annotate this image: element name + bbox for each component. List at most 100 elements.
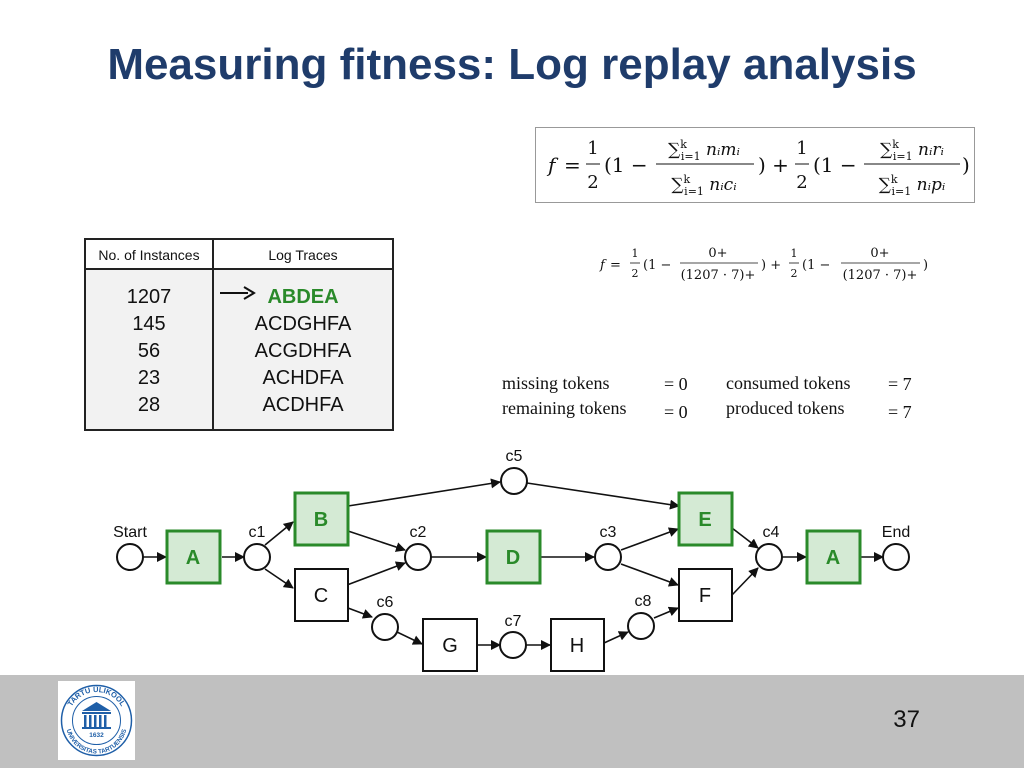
svg-text:1: 1 — [632, 247, 639, 260]
remaining-tokens-value: = 0 — [664, 402, 688, 422]
place-end — [882, 543, 910, 571]
transition-label-f: F — [699, 585, 711, 607]
place-c1 — [243, 543, 271, 571]
place-c2 — [404, 543, 432, 571]
transition-e — [677, 491, 734, 547]
transition-label-e: E — [698, 509, 711, 531]
table-cell-trace-highlighted: ABDEA — [267, 286, 339, 308]
place-c7 — [499, 631, 527, 659]
svg-text:) +: ) + — [761, 258, 781, 273]
table-cell-trace: ACGDHFA — [254, 340, 352, 362]
svg-text:=: = — [610, 258, 621, 273]
instances-column: 1207 145 56 23 28 — [86, 284, 212, 419]
place-c4 — [755, 543, 783, 571]
transition-a-end — [805, 529, 862, 585]
transition-d — [485, 529, 542, 585]
traces-column: ABDEA ACDGHFA ACGDHFA ACHDFA ACDHFA — [214, 284, 392, 419]
instance-numerator-2: 0+ — [870, 246, 889, 261]
svg-text:∑ki=1 nᵢcᵢ: ∑ki=1 nᵢcᵢ — [671, 173, 736, 198]
petri-net-arcs — [143, 478, 884, 650]
svg-text:f: f — [546, 153, 559, 177]
svg-text:=: = — [564, 153, 581, 177]
table-cell-instances: 145 — [132, 313, 166, 335]
transition-label-b: B — [314, 509, 328, 531]
table-header-traces: Log Traces — [214, 240, 392, 270]
place-label-start: Start — [113, 524, 147, 541]
transition-label-h: H — [570, 635, 584, 657]
place-label-c7: c7 — [505, 613, 522, 630]
svg-text:(1 −: (1 − — [604, 153, 648, 177]
place-label-c3: c3 — [600, 524, 617, 541]
place-label-end: End — [882, 524, 910, 541]
place-start — [116, 543, 144, 571]
place-label-c5: c5 — [506, 448, 523, 465]
transition-g — [422, 618, 478, 672]
svg-text:2: 2 — [796, 172, 807, 193]
consumed-tokens-value: = 7 — [888, 374, 912, 394]
instance-denominator-2: (1207 · 7)+ — [843, 268, 918, 283]
place-label-c8: c8 — [635, 593, 652, 610]
current-trace-arrow-icon — [220, 286, 256, 300]
transition-label-g: G — [442, 635, 458, 657]
place-label-c1: c1 — [249, 524, 266, 541]
svg-text:(1 −: (1 − — [813, 153, 857, 177]
transition-h — [550, 618, 605, 672]
transition-a-start — [165, 529, 222, 585]
place-label-c2: c2 — [410, 524, 427, 541]
svg-text:): ) — [923, 258, 928, 273]
transition-label-a-start: A — [186, 547, 200, 569]
svg-text:∑ki=1 nᵢmᵢ: ∑ki=1 nᵢmᵢ — [668, 138, 740, 163]
place-c6 — [371, 613, 399, 641]
petri-net-diagram: Start c1 c2 c3 c4 c5 c6 c7 c8 End A B D … — [113, 448, 910, 672]
place-c8 — [627, 612, 655, 640]
table-cell-trace: ACDGHFA — [254, 313, 352, 335]
svg-text:2: 2 — [587, 172, 598, 193]
svg-text:2: 2 — [632, 267, 639, 280]
table-cell-trace: ACDHFA — [262, 394, 344, 416]
transition-label-a-end: A — [826, 547, 840, 569]
missing-tokens-label: missing tokens — [502, 373, 610, 393]
svg-text:): ) — [962, 153, 970, 177]
svg-text:(1 −: (1 − — [643, 258, 671, 273]
transition-f — [678, 568, 733, 622]
svg-text:1: 1 — [796, 138, 807, 159]
place-c3 — [594, 543, 622, 571]
produced-tokens-label: produced tokens — [726, 398, 845, 418]
table-cell-instances: 28 — [137, 394, 161, 416]
transition-label-d: D — [506, 547, 520, 569]
instance-numerator-1: 0+ — [708, 246, 727, 261]
svg-text:(1 −: (1 − — [802, 258, 830, 273]
table-cell-trace: ACHDFA — [262, 367, 344, 389]
transition-c — [294, 568, 349, 622]
svg-text:) +: ) + — [758, 153, 789, 177]
svg-text:1: 1 — [791, 247, 798, 260]
university-logo-icon: TARTU ÜLIKOOL UNIVERSITAS TARTUENSIS 163… — [58, 681, 135, 760]
table-header-instances: No. of Instances — [86, 240, 214, 270]
remaining-tokens-label: remaining tokens — [502, 398, 627, 418]
page-number: 37 — [893, 706, 920, 733]
consumed-tokens-label: consumed tokens — [726, 373, 851, 393]
svg-text:∑ki=1 nᵢpᵢ: ∑ki=1 nᵢpᵢ — [879, 173, 946, 198]
table-cell-instances: 1207 — [126, 286, 172, 308]
missing-tokens-value: = 0 — [664, 374, 688, 394]
place-c5 — [500, 467, 528, 495]
log-table: No. of Instances Log Traces 1207 145 56 … — [84, 238, 394, 431]
svg-text:f: f — [599, 258, 607, 273]
instance-denominator-1: (1207 · 7)+ — [681, 268, 756, 283]
svg-text:∑ki=1 nᵢrᵢ: ∑ki=1 nᵢrᵢ — [880, 138, 944, 163]
transition-label-c: C — [314, 585, 328, 607]
table-cell-instances: 56 — [137, 340, 161, 362]
logo-year: 1632 — [89, 732, 104, 739]
place-label-c4: c4 — [763, 524, 780, 541]
fitness-formula-instance: f = 1 2 (1 − 0+ (1207 · 7)+ ) + 1 2 (1 −… — [599, 246, 928, 283]
slide-footer — [0, 675, 1024, 768]
transition-b — [293, 491, 350, 547]
table-cell-instances: 23 — [137, 367, 161, 389]
produced-tokens-value: = 7 — [888, 402, 912, 422]
svg-text:2: 2 — [791, 267, 798, 280]
svg-text:1: 1 — [587, 138, 598, 159]
slide-title: Measuring fitness: Log replay analysis — [107, 40, 917, 89]
place-label-c6: c6 — [377, 594, 394, 611]
